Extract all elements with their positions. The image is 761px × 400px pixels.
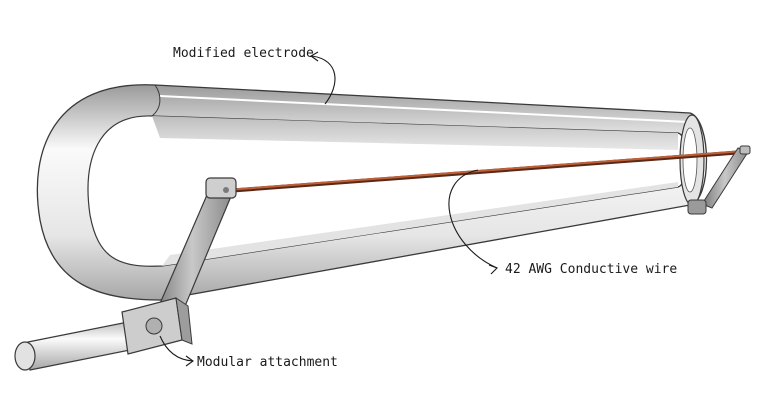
attachment-leader	[159, 335, 194, 362]
electrode-inner-wall	[152, 116, 678, 150]
electrode-right-cap-inner	[682, 127, 698, 193]
conductive-wire	[224, 150, 746, 193]
wire-leader	[448, 169, 498, 269]
electrode-seam-left	[151, 84, 161, 117]
label-modified-electrode: Modified electrode	[173, 46, 314, 61]
wire-arrowhead	[488, 264, 498, 275]
modular-attachment-block	[121, 296, 193, 355]
electrode-inner-floor	[162, 182, 678, 266]
electrode-leader	[311, 55, 336, 105]
callout-leaders	[159, 51, 498, 367]
electrode-arrowhead	[309, 51, 319, 62]
attachment-arrowhead	[185, 355, 194, 367]
label-conductive-wire: 42 AWG Conductive wire	[505, 262, 677, 277]
electrode-top-ridge	[159, 95, 689, 123]
label-modular-attachment: Modular attachment	[197, 355, 338, 370]
right-bracket	[687, 145, 751, 215]
handle-rod	[14, 321, 131, 371]
